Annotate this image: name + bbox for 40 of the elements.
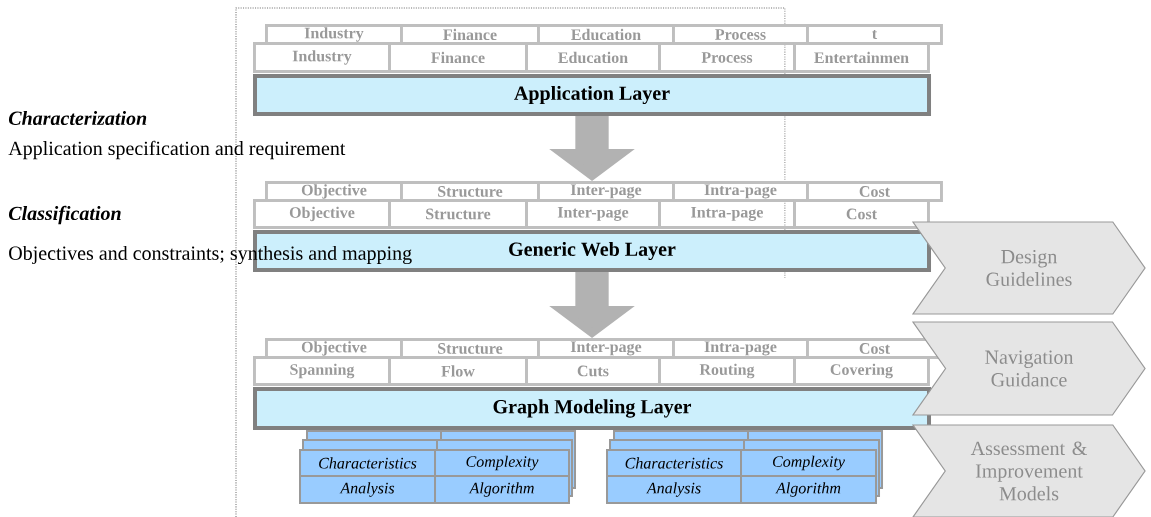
tab-box: Flow (388, 356, 528, 386)
tab-box: Inter-page (537, 338, 675, 359)
table-cell: Algorithm (740, 475, 877, 504)
tab-box: Intra-page (658, 199, 796, 229)
tab-box: Entertainmen (793, 42, 930, 73)
tab-box: Objective (265, 181, 403, 202)
tab-box: Process (658, 42, 796, 73)
tab-box: Finance (400, 24, 540, 45)
tab-box: Finance (388, 42, 528, 73)
heading: Characterization (8, 110, 147, 126)
tab-box: Cost (806, 338, 943, 359)
tab-box: Structure (400, 338, 540, 359)
tab-box: Process (672, 24, 809, 45)
tab-box: Structure (388, 199, 528, 229)
tab-box: Cuts (525, 356, 661, 386)
tab-box: Spanning (253, 356, 391, 386)
tab-box: Objective (253, 199, 391, 229)
tab-box: Routing (658, 356, 796, 386)
tab-box: Inter-page (525, 199, 661, 229)
table-cell: Analysis (299, 475, 436, 504)
tab-box: Covering (793, 356, 930, 386)
layer-bar: Application Layer (253, 74, 931, 116)
tab-box: Cost (793, 199, 930, 229)
tab-box: Intra-page (672, 338, 809, 359)
note-text: Application specification and requirement (8, 140, 346, 160)
layer-bar: Graph Modeling Layer (253, 387, 931, 430)
tab-box: Education (525, 42, 661, 73)
tab-box: Structure (400, 181, 540, 202)
tab-box: Inter-page (537, 181, 675, 202)
tab-box: Education (537, 24, 675, 45)
tab-box: t (806, 24, 943, 45)
tab-box: Industry (265, 24, 403, 45)
note-text: Objectives and constraints; synthesis and mapping (9, 245, 412, 265)
tab-box: Industry (253, 42, 391, 73)
heading: Classification (8, 205, 121, 225)
tab-box: Objective (265, 338, 403, 359)
table-cell: Analysis (606, 475, 742, 504)
table-cell: Algorithm (434, 475, 570, 504)
tab-box: Intra-page (672, 181, 809, 202)
tab-box: Cost (806, 181, 943, 202)
